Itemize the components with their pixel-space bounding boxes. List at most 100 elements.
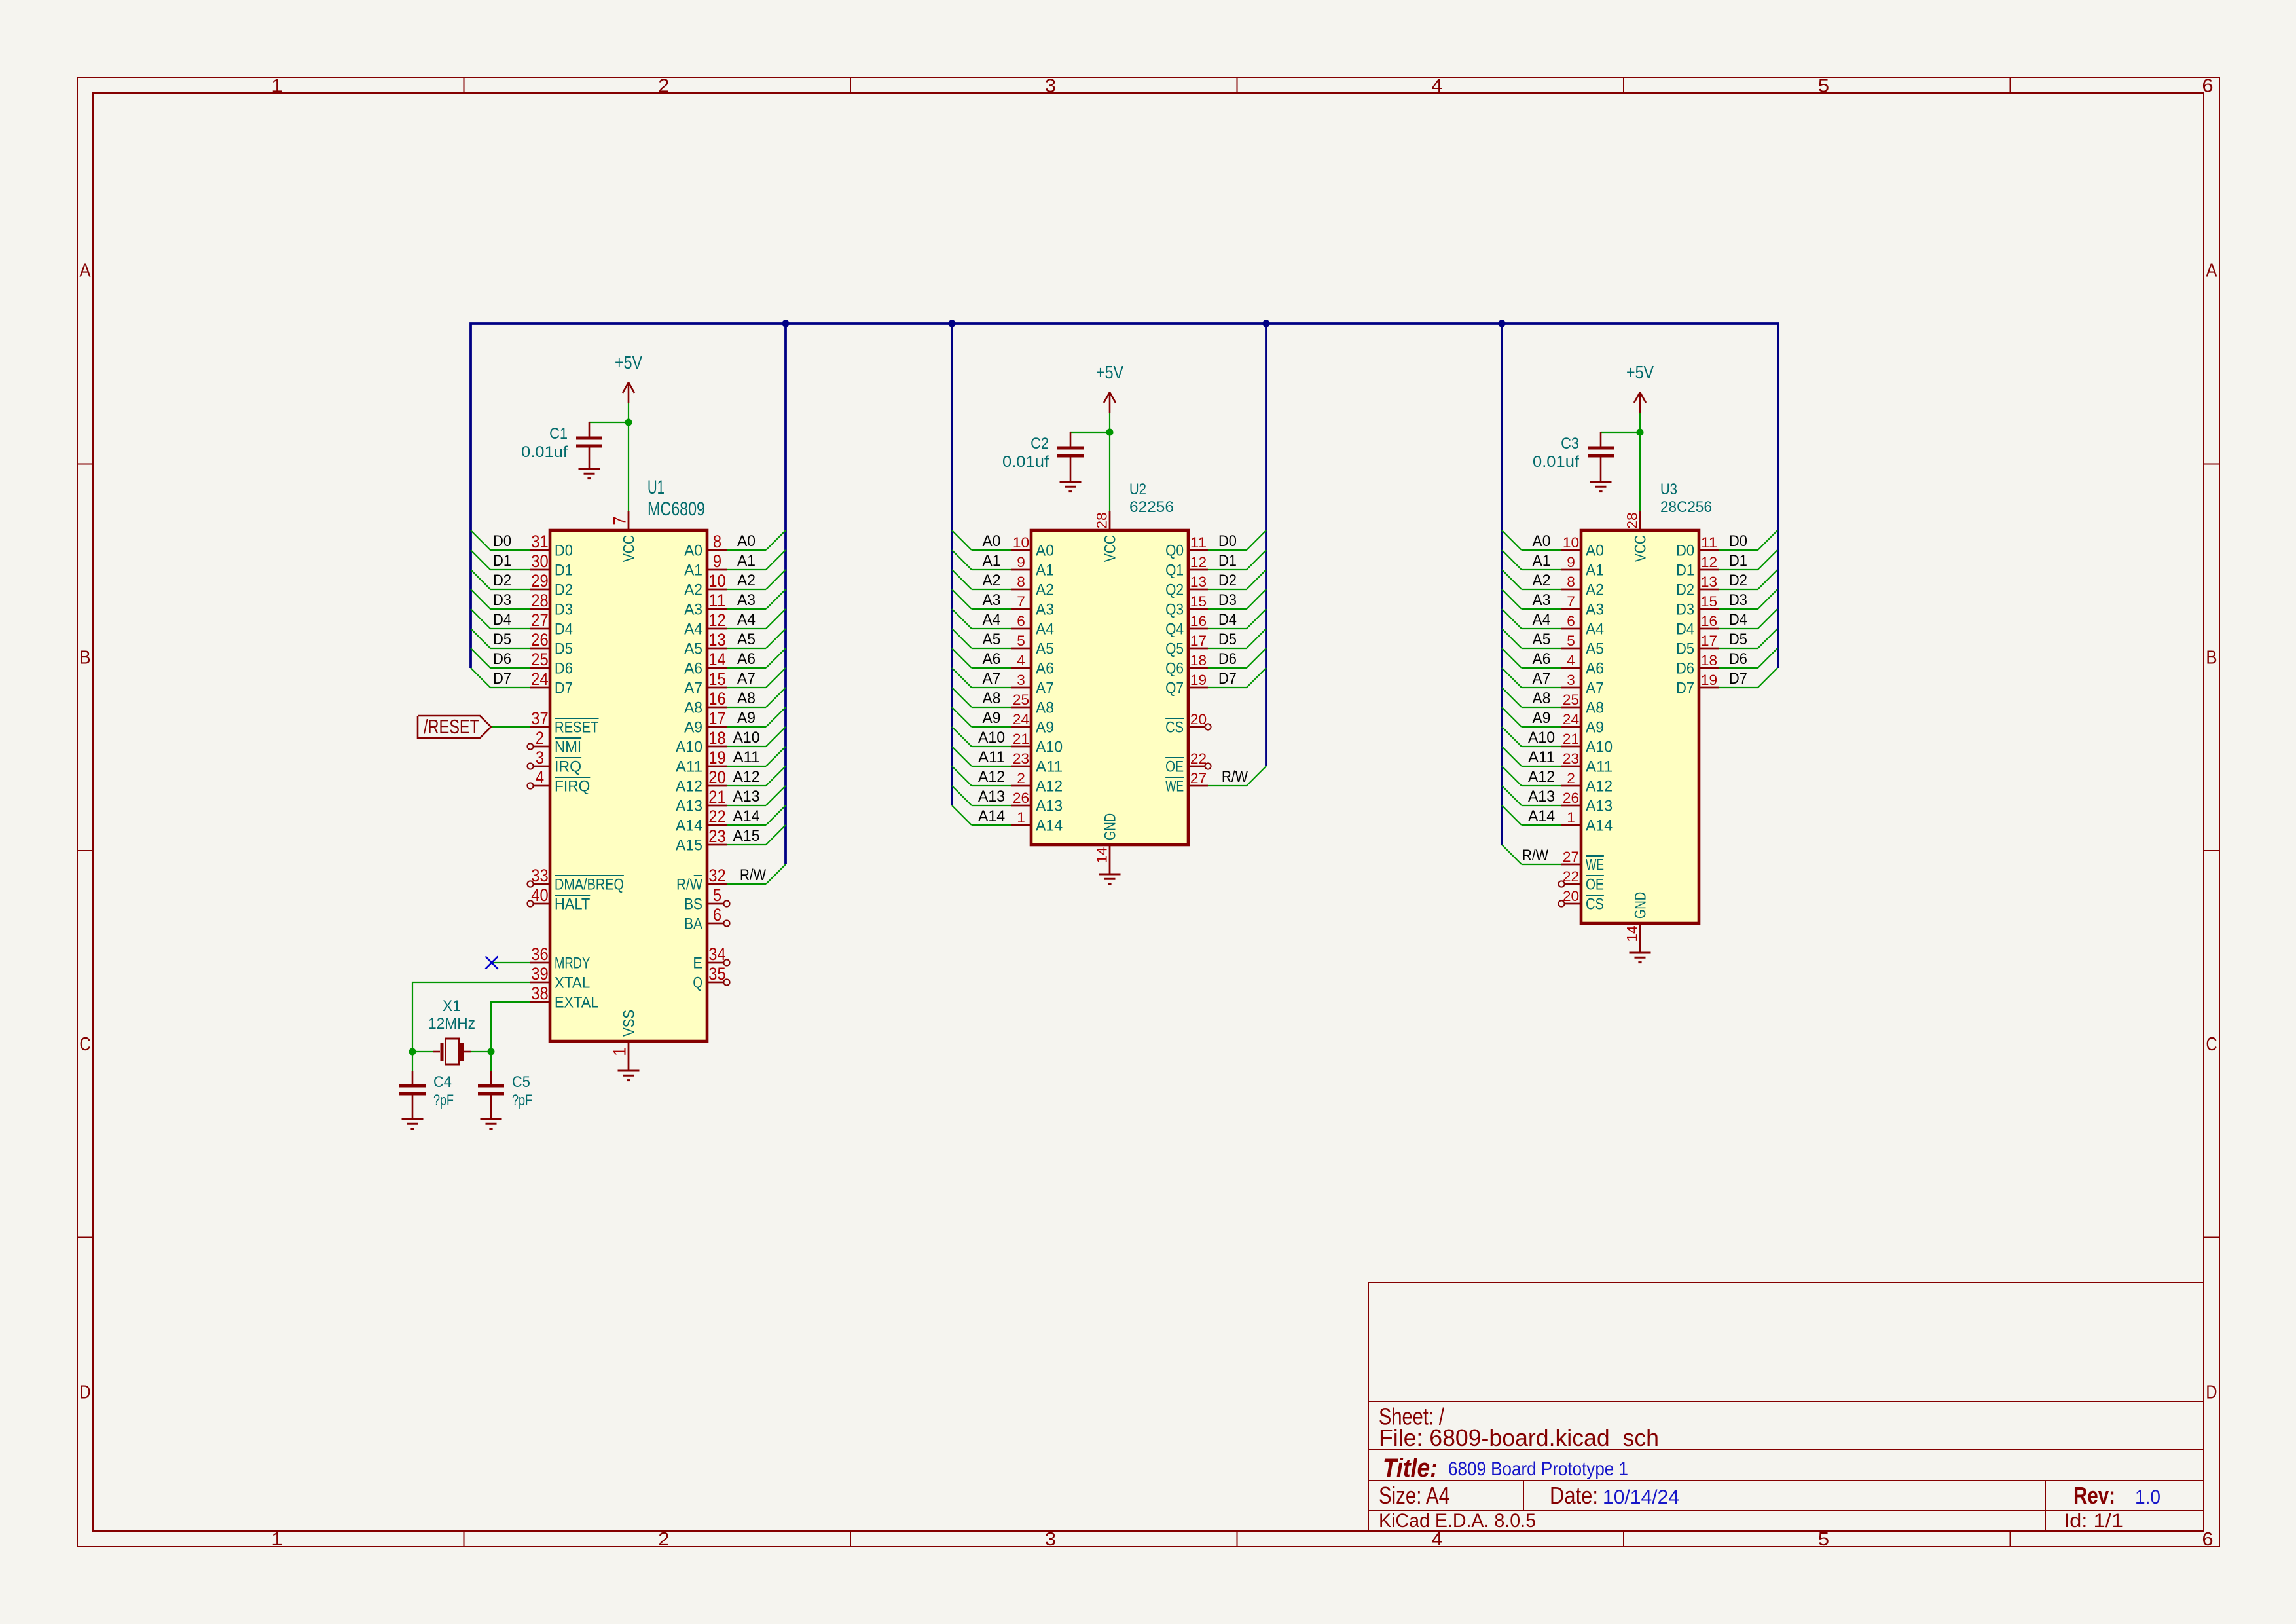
svg-text:A12: A12 <box>733 768 759 786</box>
svg-text:A1: A1 <box>1533 552 1551 570</box>
svg-text:A7: A7 <box>737 670 756 688</box>
svg-text:0.01uf: 0.01uf <box>1533 453 1579 471</box>
svg-text:A12: A12 <box>1036 778 1063 796</box>
svg-text:3: 3 <box>536 748 544 767</box>
svg-text:20: 20 <box>1563 888 1579 904</box>
svg-text:26: 26 <box>1013 790 1029 806</box>
svg-text:A10: A10 <box>978 729 1005 747</box>
svg-text:36: 36 <box>531 944 548 964</box>
svg-text:24: 24 <box>531 669 548 689</box>
svg-text:10: 10 <box>1013 534 1029 551</box>
svg-text:A13: A13 <box>978 788 1005 805</box>
svg-text:5: 5 <box>1818 76 1829 97</box>
svg-text:D: D <box>2206 1382 2217 1403</box>
svg-text:+5V: +5V <box>615 352 642 373</box>
svg-text:A1: A1 <box>1036 562 1054 580</box>
svg-text:A2: A2 <box>1036 581 1054 599</box>
svg-text:D6: D6 <box>1729 650 1747 668</box>
svg-text:A13: A13 <box>1586 798 1613 815</box>
svg-text:25: 25 <box>1013 692 1029 708</box>
svg-text:VCC: VCC <box>1102 535 1120 562</box>
svg-text:D2: D2 <box>555 581 573 599</box>
svg-text:A11: A11 <box>1586 758 1613 776</box>
svg-text:8: 8 <box>1567 574 1575 590</box>
svg-text:2: 2 <box>1017 770 1025 786</box>
svg-text:A5: A5 <box>983 631 1001 648</box>
svg-text:KiCad E.D.A. 8.0.5: KiCad E.D.A. 8.0.5 <box>1379 1510 1536 1532</box>
svg-text:D2: D2 <box>493 572 511 589</box>
svg-text:A8: A8 <box>737 690 756 707</box>
svg-text:17: 17 <box>708 709 725 728</box>
svg-text:A7: A7 <box>1533 670 1551 688</box>
svg-text:6: 6 <box>2202 76 2213 97</box>
svg-text:5: 5 <box>1017 633 1025 649</box>
svg-text:Title:: Title: <box>1383 1454 1438 1483</box>
svg-text:A3: A3 <box>737 591 756 609</box>
svg-text:A0: A0 <box>1586 542 1604 560</box>
svg-text:B: B <box>79 648 90 669</box>
svg-text:X1: X1 <box>443 997 461 1015</box>
svg-text:A8: A8 <box>1036 699 1054 717</box>
svg-text:1: 1 <box>1567 809 1575 826</box>
svg-text:A: A <box>79 261 90 282</box>
svg-text:IRQ: IRQ <box>555 758 581 776</box>
svg-text:D1: D1 <box>1218 552 1237 570</box>
svg-text:A8: A8 <box>983 690 1001 707</box>
svg-text:38: 38 <box>531 984 548 1003</box>
svg-text:4: 4 <box>1567 652 1575 669</box>
svg-text:A7: A7 <box>684 680 702 697</box>
svg-text:0.01uf: 0.01uf <box>521 443 568 461</box>
svg-text:Id: 1/1: Id: 1/1 <box>2064 1510 2123 1532</box>
svg-text:A5: A5 <box>1586 640 1604 658</box>
svg-text:?pF: ?pF <box>512 1092 532 1109</box>
svg-text:A14: A14 <box>676 817 702 835</box>
svg-text:18: 18 <box>1701 652 1717 669</box>
svg-text:A8: A8 <box>684 699 702 717</box>
svg-text:37: 37 <box>531 709 548 728</box>
svg-text:9: 9 <box>1017 554 1025 570</box>
svg-text:D4: D4 <box>1218 611 1237 629</box>
svg-text:22: 22 <box>1190 750 1207 767</box>
svg-text:A11: A11 <box>676 758 702 776</box>
svg-text:1: 1 <box>1017 809 1025 826</box>
svg-text:+5V: +5V <box>1096 362 1123 382</box>
svg-text:A12: A12 <box>1528 768 1555 786</box>
svg-text:D4: D4 <box>1676 621 1694 638</box>
svg-text:A9: A9 <box>983 709 1001 727</box>
svg-text:23: 23 <box>708 826 725 846</box>
svg-text:A6: A6 <box>1533 650 1551 668</box>
svg-text:GND: GND <box>1102 813 1120 840</box>
svg-text:22: 22 <box>708 807 725 826</box>
svg-text:A14: A14 <box>733 807 759 825</box>
svg-text:19: 19 <box>1701 672 1717 688</box>
svg-text:A: A <box>2206 261 2217 282</box>
svg-text:2: 2 <box>1567 770 1575 786</box>
svg-text:A11: A11 <box>1528 748 1555 766</box>
svg-text:14: 14 <box>708 650 725 669</box>
svg-text:D6: D6 <box>493 650 511 668</box>
svg-text:D3: D3 <box>1218 591 1237 609</box>
svg-text:A0: A0 <box>983 532 1001 550</box>
svg-text:CS: CS <box>1586 896 1604 913</box>
svg-text:17: 17 <box>1701 633 1717 649</box>
svg-text:19: 19 <box>708 748 725 767</box>
svg-text:32: 32 <box>708 866 725 885</box>
svg-text:A4: A4 <box>684 621 702 638</box>
svg-text:30: 30 <box>531 551 548 571</box>
svg-text:FIRQ: FIRQ <box>555 778 590 796</box>
svg-text:D3: D3 <box>1676 601 1694 619</box>
svg-text:3: 3 <box>1567 672 1575 688</box>
svg-text:18: 18 <box>1190 652 1207 669</box>
svg-text:A10: A10 <box>1036 739 1063 756</box>
svg-text:A14: A14 <box>1586 817 1613 835</box>
svg-text:6809 Board Prototype 1: 6809 Board Prototype 1 <box>1448 1458 1628 1480</box>
svg-text:18: 18 <box>708 728 725 748</box>
svg-text:8: 8 <box>1017 574 1025 590</box>
svg-text:13: 13 <box>1190 574 1207 590</box>
svg-text:0.01uf: 0.01uf <box>1002 453 1049 471</box>
svg-text:1: 1 <box>271 1529 282 1550</box>
svg-text:A2: A2 <box>1586 581 1604 599</box>
svg-text:3: 3 <box>1045 76 1056 97</box>
svg-text:3: 3 <box>1017 672 1025 688</box>
svg-text:Q0: Q0 <box>1165 542 1184 560</box>
